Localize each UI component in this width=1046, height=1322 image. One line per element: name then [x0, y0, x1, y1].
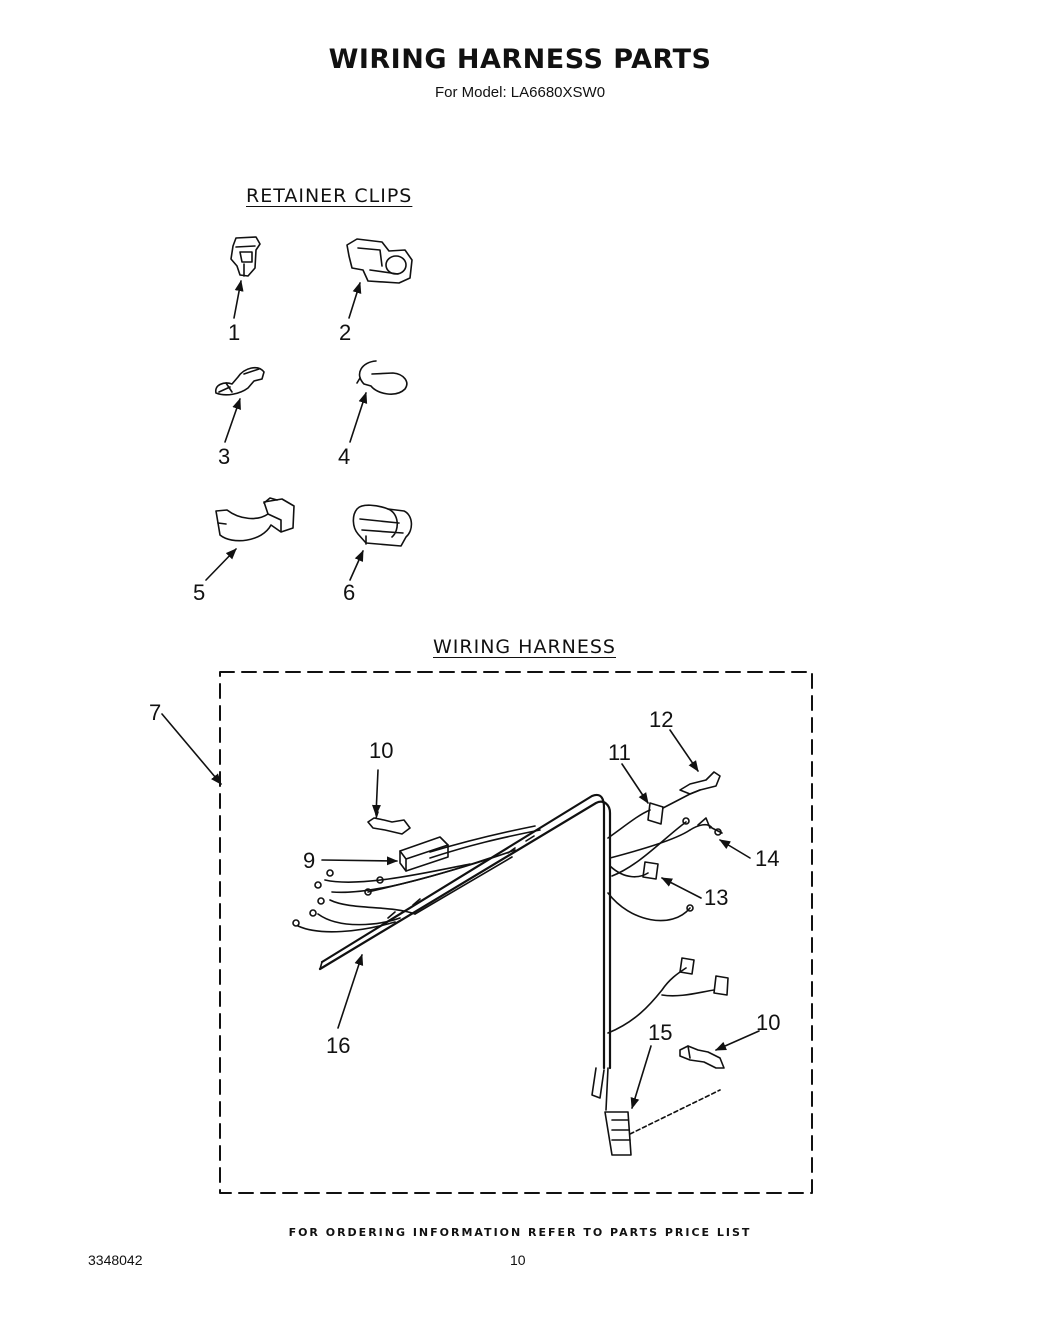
page-number: 10	[510, 1252, 526, 1268]
terminal-10-upper-icon	[367, 811, 411, 835]
retainer-clips-heading: RETAINER CLIPS	[246, 185, 413, 207]
harness-boundary	[219, 671, 813, 1194]
callout-12: 12	[649, 707, 673, 732]
callout-13: 13	[704, 885, 728, 910]
retainer-clip-4-icon	[356, 360, 408, 395]
callout-7: 7	[149, 700, 161, 725]
terminal-10-lower-icon	[679, 1045, 725, 1069]
callout-4: 4	[338, 444, 350, 469]
wiring-harness-heading: WIRING HARNESS	[433, 636, 616, 658]
callout-10-upper: 10	[369, 738, 393, 763]
callout-6: 6	[343, 580, 355, 605]
callout-10-lower: 10	[756, 1010, 780, 1035]
callout-5: 5	[193, 580, 205, 605]
terminal-12-icon	[679, 771, 721, 795]
callout-11: 11	[608, 740, 631, 765]
callout-15: 15	[648, 1020, 672, 1045]
page-title: WIRING HARNESS PARTS	[328, 44, 712, 75]
retainer-clip-5-icon	[215, 497, 295, 542]
wiring-harness-icon	[292, 789, 729, 1156]
callout-9: 9	[303, 848, 315, 873]
ordering-info-note: FOR ORDERING INFORMATION REFER TO PARTS …	[288, 1226, 752, 1239]
retainer-clip-6-icon	[352, 504, 413, 547]
callout-1: 1	[228, 320, 240, 345]
callout-16: 16	[326, 1033, 350, 1058]
model-subtitle: For Model: LA6680XSW0	[434, 84, 606, 101]
callout-2: 2	[339, 320, 351, 345]
retainer-clip-1-icon	[230, 236, 261, 277]
callout-3: 3	[218, 444, 230, 469]
callout-14: 14	[755, 846, 779, 871]
retainer-clip-2-icon	[346, 238, 413, 284]
retainer-clip-3-icon	[214, 366, 265, 396]
document-number: 3348042	[88, 1252, 143, 1268]
